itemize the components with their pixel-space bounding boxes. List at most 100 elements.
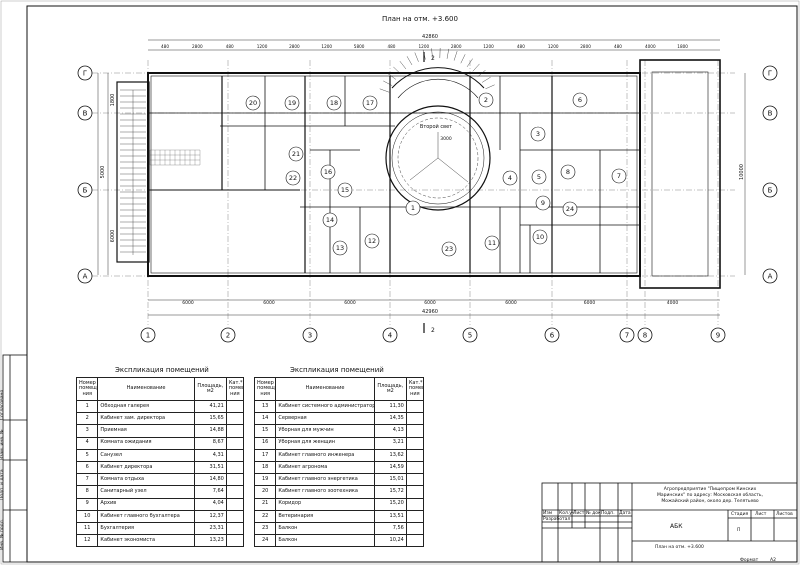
atrium [385, 67, 491, 211]
project-address: Агропредприятие "Пищепром Кинских Маринс… [656, 487, 763, 504]
room-12-marker: 12 [364, 233, 380, 249]
change-header: № док [586, 511, 601, 516]
room-9-marker: 9 [535, 195, 551, 211]
col-axis-bubble: 9 [710, 327, 726, 343]
table-header: Наименование [97, 377, 195, 401]
svg-text:2: 2 [226, 332, 230, 340]
svg-text:А: А [768, 273, 773, 281]
top-dimension: 1200 [321, 44, 332, 49]
dimension-overall-top: 42860 [422, 34, 438, 40]
room-8-marker: 8 [560, 164, 576, 180]
svg-text:11: 11 [488, 239, 496, 247]
col-axis-bubble: 3 [302, 327, 318, 343]
room-1-marker: 1 [405, 200, 421, 216]
atrium-label: Второй свет [420, 123, 452, 130]
bottom-dimension: 6000 [263, 300, 275, 306]
table-header: Наименование [275, 377, 375, 401]
side-stamp-label: Согласовано [0, 389, 5, 420]
svg-text:13: 13 [336, 244, 344, 252]
svg-text:5: 5 [537, 173, 541, 181]
top-dimension: 480 [161, 44, 169, 49]
tiled-area [149, 149, 201, 166]
top-dimension: 480 [226, 44, 234, 49]
stair-treads [120, 89, 146, 255]
row-axis-bubble: В [762, 105, 778, 121]
stage-value: П [737, 528, 741, 533]
col-axis-bubble: 1 [140, 327, 156, 343]
top-dimension: 5800 [354, 44, 365, 49]
room-4-marker: 4 [502, 170, 518, 186]
change-header: Дата [619, 511, 631, 516]
svg-text:24: 24 [566, 205, 574, 213]
bottom-dimension: 6000 [182, 300, 194, 306]
svg-text:В: В [768, 110, 773, 118]
svg-text:В: В [83, 110, 88, 118]
svg-text:Б: Б [83, 187, 88, 195]
room-24-marker: 24 [562, 201, 578, 217]
svg-text:3: 3 [536, 130, 540, 138]
dimension-overall-bottom: 42960 [422, 309, 438, 315]
dimension-right: 10000 [739, 164, 745, 180]
row-axis-bubble: Г [77, 65, 93, 81]
svg-text:21: 21 [292, 150, 300, 158]
sheet-header: Лист [755, 512, 767, 517]
svg-text:9: 9 [541, 199, 545, 207]
room-19-marker: 19 [284, 95, 300, 111]
building-name: АБК [670, 523, 683, 530]
format-value: A2 [770, 558, 776, 563]
col-axis-bubble: 7 [619, 327, 635, 343]
col-axis-bubble: 4 [382, 327, 398, 343]
svg-text:6: 6 [550, 332, 555, 340]
side-stamp-label: Подп. и дата [0, 469, 5, 500]
svg-text:8: 8 [643, 332, 647, 340]
svg-text:19: 19 [288, 99, 296, 107]
explication-title-1: Экспликация помещений [115, 366, 209, 374]
sheet-title: План на отм. +3.600 [382, 15, 458, 23]
svg-text:4: 4 [508, 174, 512, 182]
top-dimension: 1200 [418, 44, 429, 49]
explication-title-2: Экспликация помещений [290, 366, 384, 374]
top-dimension: 480 [517, 44, 525, 49]
room-18-marker: 18 [326, 95, 342, 111]
room-17-marker: 17 [362, 95, 378, 111]
change-header: Лист [573, 511, 585, 516]
svg-text:20: 20 [249, 99, 257, 107]
dimension-left-2: 6000 [110, 230, 116, 243]
sheets-header: Листов [776, 512, 793, 517]
top-dimension: 2800 [580, 44, 591, 49]
developed-label: Разработал [543, 517, 571, 522]
top-dimension: 1200 [483, 44, 494, 49]
room-13-marker: 13 [332, 240, 348, 256]
svg-text:Б: Б [768, 187, 773, 195]
bottom-dimension: 6000 [424, 300, 436, 306]
svg-text:15: 15 [341, 186, 349, 194]
top-dimension: 2800 [192, 44, 203, 49]
svg-text:7: 7 [617, 172, 621, 180]
row-axis-bubble: Г [762, 65, 778, 81]
top-dimension: 480 [614, 44, 622, 49]
bottom-dimension: 6000 [584, 300, 596, 306]
change-header: Подп. [601, 511, 615, 516]
col-axis-bubble: 8 [637, 327, 653, 343]
room-22-marker: 22 [285, 170, 301, 186]
room-6-marker: 6 [572, 92, 588, 108]
svg-text:4: 4 [388, 332, 393, 340]
sheet-name-stamp: План на отм. +3.600 [655, 545, 704, 550]
svg-text:Г: Г [768, 70, 772, 78]
room-11-marker: 11 [484, 235, 500, 251]
svg-text:7: 7 [625, 332, 629, 340]
spiral-stair [379, 48, 495, 93]
dimension-left-top: 1800 [110, 94, 116, 107]
